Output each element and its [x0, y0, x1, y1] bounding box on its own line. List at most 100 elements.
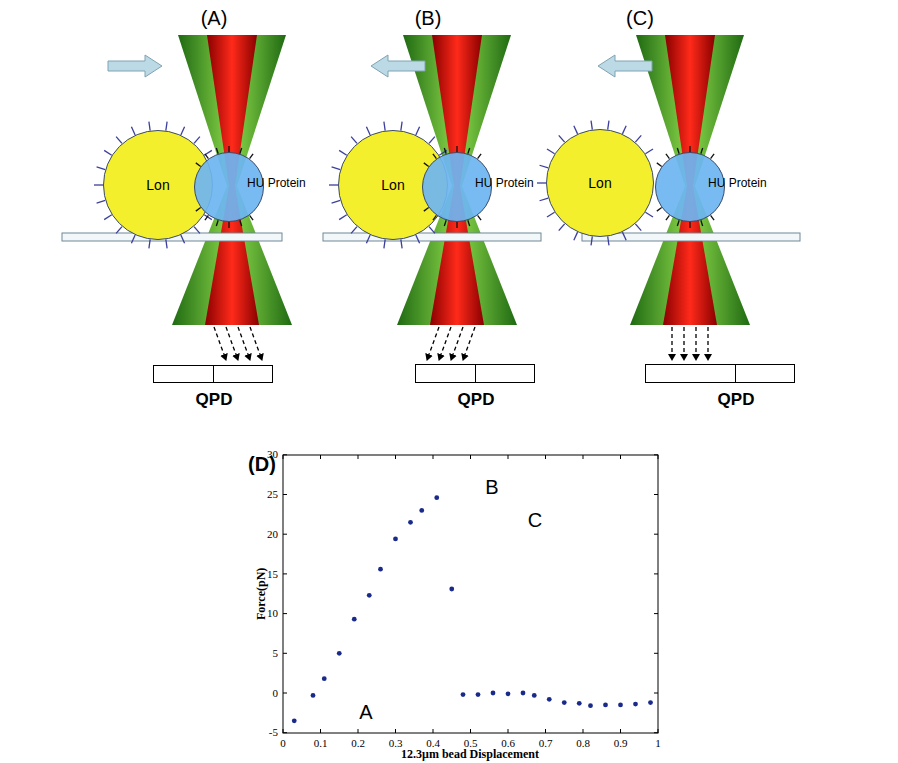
data-point — [352, 617, 357, 622]
data-point — [292, 718, 297, 723]
protein-spike — [701, 148, 703, 154]
tick-label: 25 — [267, 488, 278, 501]
protein-spike — [429, 227, 435, 234]
protein-spike — [366, 127, 370, 135]
data-point — [562, 700, 567, 705]
deflected-light-arrow — [671, 327, 672, 360]
data-point — [449, 587, 454, 592]
protein-spike — [547, 212, 555, 217]
quadrant-photodiode: QPD — [153, 365, 273, 383]
tick-label: 0.3 — [389, 737, 403, 750]
x-tick — [545, 455, 546, 459]
motion-arrow — [371, 55, 425, 77]
protein-spike — [424, 208, 429, 212]
deflected-light-arrow — [214, 327, 226, 360]
x-tick — [620, 729, 621, 733]
protein-spike — [228, 146, 229, 152]
protein-spike — [97, 167, 106, 170]
data-point — [434, 495, 439, 500]
data-point — [521, 691, 526, 696]
data-point — [419, 508, 424, 513]
protein-spike — [196, 208, 201, 212]
motion-arrow — [598, 55, 652, 77]
x-tick — [620, 455, 621, 459]
protein-spike — [608, 236, 609, 245]
deflected-light-arrow — [451, 327, 463, 360]
x-tick — [283, 729, 284, 733]
protein-spike — [657, 163, 662, 167]
deflected-light-arrow — [427, 327, 439, 360]
protein-spike — [401, 122, 402, 131]
protein-spike — [194, 227, 200, 234]
protein-spike — [216, 148, 218, 154]
protein-spike — [608, 121, 609, 130]
deflected-light-arrow — [250, 327, 262, 360]
y-tick — [654, 534, 658, 535]
protein-spike — [635, 135, 641, 142]
bead-label: Lon — [588, 175, 611, 191]
data-point — [378, 567, 383, 572]
protein-spike — [339, 215, 347, 220]
tick-label: 30 — [267, 448, 278, 461]
protein-spike — [622, 126, 626, 134]
deflected-light-arrow — [707, 327, 708, 360]
protein-spike — [228, 222, 229, 228]
y-tick — [283, 494, 287, 495]
data-point — [491, 691, 496, 696]
protein-spike — [240, 220, 242, 226]
x-tick — [358, 455, 359, 459]
y-tick — [283, 653, 287, 654]
detector-label: QPD — [196, 390, 233, 410]
x-tick — [395, 729, 396, 733]
protein-spike — [540, 165, 549, 168]
protein-spike — [351, 137, 357, 144]
tick-label: 0.2 — [351, 737, 365, 750]
y-tick — [283, 454, 287, 455]
tick-label: 0.7 — [539, 737, 553, 750]
x-tick — [320, 729, 321, 733]
protein-spike — [149, 239, 150, 248]
protein-label: HU Protein — [475, 176, 534, 190]
x-tick — [658, 729, 659, 733]
protein-spike — [547, 149, 555, 154]
x-tick — [583, 729, 584, 733]
protein-spike — [635, 224, 641, 231]
protein-spike — [433, 215, 437, 220]
protein-spike — [591, 121, 592, 130]
y-tick — [654, 454, 658, 455]
y-tick — [283, 613, 287, 614]
protein-spike — [131, 235, 135, 243]
tick-label: 5 — [273, 647, 279, 660]
protein-spike — [194, 137, 200, 144]
y-tick — [654, 494, 658, 495]
data-point — [603, 703, 608, 708]
hu-bead: HU Protein — [422, 152, 492, 222]
bead-circle — [547, 130, 654, 237]
data-point — [393, 537, 398, 542]
data-point — [588, 703, 593, 708]
protein-spike — [329, 184, 338, 185]
protein-spike — [666, 215, 670, 220]
protein-spike — [104, 215, 112, 220]
quadrant-divider — [735, 365, 736, 382]
protein-spike — [645, 149, 653, 154]
protein-spike — [478, 154, 482, 159]
cover-slide — [323, 233, 541, 241]
protein-spike — [424, 163, 429, 167]
x-tick — [470, 729, 471, 733]
protein-spike — [537, 182, 546, 183]
y-tick — [283, 534, 287, 535]
tick-label: 0.1 — [314, 737, 328, 750]
protein-spike — [559, 224, 565, 231]
point-label: A — [359, 701, 372, 724]
protein-spike — [384, 239, 385, 248]
x-tick — [470, 455, 471, 459]
protein-spike — [711, 215, 715, 220]
protein-spike — [332, 167, 341, 170]
tick-label: 15 — [267, 568, 278, 581]
plot-frame — [283, 455, 658, 733]
protein-spike — [116, 227, 122, 234]
bead-label: Lon — [146, 177, 169, 193]
deflected-light-arrow — [683, 327, 684, 360]
protein-spike — [131, 127, 135, 135]
